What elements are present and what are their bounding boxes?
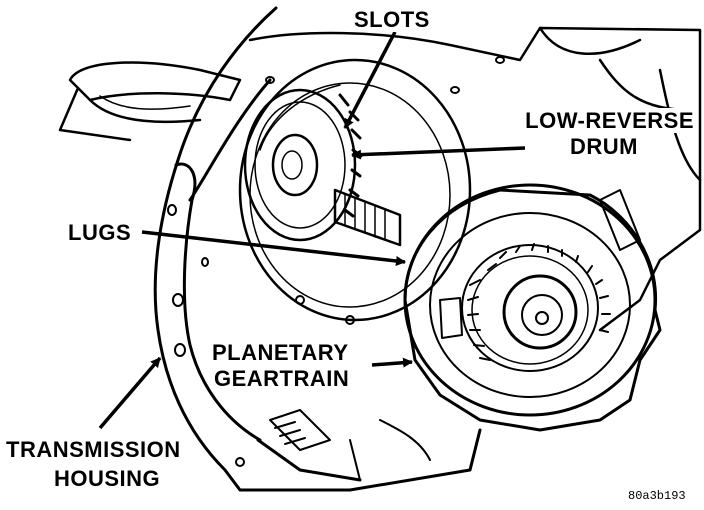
low-reverse-arrow <box>351 146 526 160</box>
bell-housing <box>153 6 482 492</box>
housing-arrow <box>98 356 162 430</box>
leader-arrows <box>98 31 526 430</box>
planetary-label-line1: PLANETARY <box>210 340 351 365</box>
low-reverse-label-line1: LOW-REVERSE <box>484 108 696 133</box>
low-reverse-label-line2: DRUM <box>540 134 640 159</box>
figure-code: 80a3b193 <box>628 489 686 503</box>
planetary-geartrain <box>403 183 662 432</box>
lugs-arrow <box>141 230 406 266</box>
slots-label: SLOTS <box>352 7 432 32</box>
planetary-arrow <box>371 357 413 368</box>
planetary-label-line2: GEARTRAIN <box>212 366 352 391</box>
rear-housing <box>248 26 702 332</box>
lugs-label: LUGS <box>66 220 134 245</box>
slots-arrow <box>343 31 397 129</box>
housing-label-line2: HOUSING <box>52 466 163 491</box>
flange-bolt-holes <box>167 56 505 467</box>
housing-label-line1: TRANSMISSION <box>4 437 183 462</box>
lower-housing-details <box>269 409 431 481</box>
input-shaft <box>333 188 402 247</box>
converter-flange <box>58 61 242 142</box>
